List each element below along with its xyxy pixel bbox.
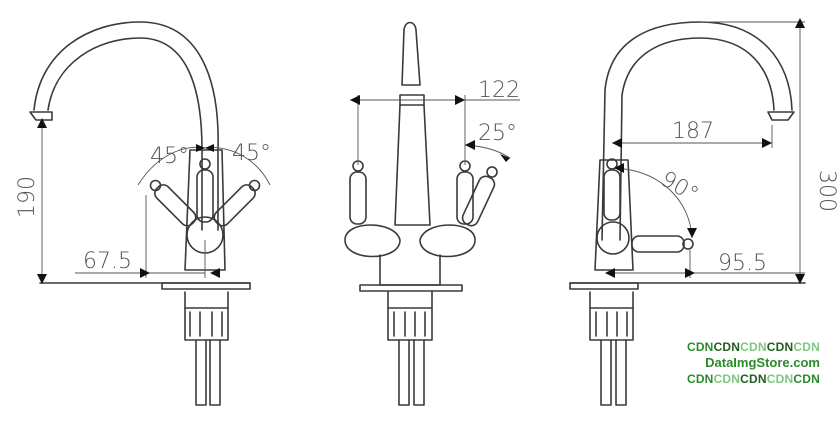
- right-side-view: [569, 18, 806, 406]
- left-height-label: 190: [15, 176, 40, 218]
- watermark-cdn: CDN: [793, 340, 820, 354]
- watermark-cdn: CDN: [740, 340, 767, 354]
- left-angle-label-a: 45°: [150, 144, 189, 169]
- watermark-cdn: CDN: [686, 340, 714, 354]
- right-reach-label: 187: [672, 119, 714, 144]
- watermark-cdn: CDN: [740, 372, 767, 386]
- right-handle-vertical: [603, 169, 621, 221]
- left-handle-left: [149, 179, 197, 227]
- left-handle-center: [196, 158, 214, 223]
- left-handle-right: [213, 179, 261, 227]
- left-offset-label: 67.5: [83, 249, 132, 274]
- watermark-cdn: CDN: [713, 372, 741, 386]
- watermark-cdn: CDN: [686, 372, 714, 386]
- center-spout: [401, 21, 421, 86]
- center-width-label: 122: [478, 78, 520, 103]
- left-angle-label-b: 45°: [232, 141, 271, 166]
- watermark-cdn: CDN: [793, 372, 820, 386]
- right-spout: [601, 21, 793, 241]
- right-offset-label: 95.5: [718, 251, 767, 276]
- center-valve-left: [344, 224, 401, 258]
- right-height-label: 300: [814, 170, 839, 212]
- watermark-cdn: CDN: [766, 340, 794, 354]
- right-handle-horizontal: [631, 235, 694, 253]
- center-handle-left: [349, 171, 367, 225]
- watermark-row-1: CDNCDNCDNCDNCDN: [687, 340, 820, 354]
- right-angle-label: 90°: [656, 167, 702, 208]
- watermark-row-3: CDNCDNCDNCDNCDN: [687, 372, 820, 386]
- left-spout: [33, 21, 219, 231]
- center-handle-rotated: [461, 166, 498, 227]
- center-angle-label: 25°: [478, 121, 517, 146]
- watermark-store: DataImgStore.com: [705, 355, 820, 370]
- watermark-cdn: CDN: [766, 372, 794, 386]
- center-valve-right: [419, 224, 476, 258]
- watermark-cdn: CDN: [713, 340, 741, 354]
- center-front-view: [344, 21, 520, 406]
- left-side-view: [29, 21, 271, 406]
